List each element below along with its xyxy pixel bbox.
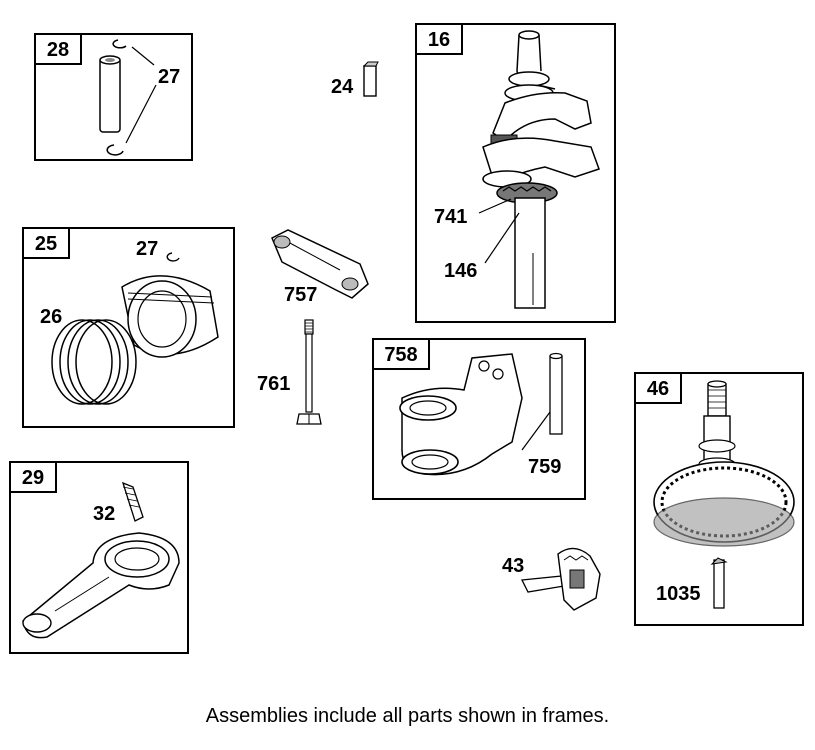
piston-assembly-part bbox=[51, 252, 219, 405]
frame-label-29: 29 bbox=[9, 461, 57, 493]
crankshaft-part bbox=[478, 30, 600, 309]
callout-1035-compression-release: 1035 bbox=[656, 583, 701, 605]
callout-146-key: 146 bbox=[444, 260, 478, 282]
governor-part bbox=[520, 547, 601, 611]
frame-label-25: 25 bbox=[22, 227, 70, 259]
callout-27-piston-clip: 27 bbox=[136, 238, 159, 260]
callout-26-rings: 26 bbox=[40, 306, 63, 328]
callout-32-rod-bolt: 32 bbox=[93, 503, 116, 525]
frame-label-16: 16 bbox=[415, 23, 463, 55]
footer-note: Assemblies include all parts shown in fr… bbox=[205, 705, 610, 727]
piston-pin-part bbox=[99, 39, 157, 156]
callout-741-gear: 741 bbox=[434, 206, 468, 228]
piston-pin-body bbox=[99, 57, 121, 133]
frame-28: 28 bbox=[34, 33, 193, 161]
housing-part bbox=[399, 352, 563, 476]
callout-27-pin-clip: 27 bbox=[158, 66, 181, 88]
lever-part bbox=[271, 229, 369, 299]
key-part bbox=[362, 61, 379, 97]
callout-757-lever: 757 bbox=[284, 284, 318, 306]
callout-24-key: 24 bbox=[331, 76, 354, 98]
connecting-rod-part bbox=[22, 481, 180, 639]
camshaft-part bbox=[653, 380, 795, 609]
callout-759-pin: 759 bbox=[528, 456, 562, 478]
retaining-clip-top bbox=[112, 39, 127, 49]
bolt-part bbox=[296, 319, 322, 425]
callout-43-governor: 43 bbox=[502, 555, 525, 577]
frame-label-758: 758 bbox=[372, 338, 430, 370]
retaining-clip-bottom bbox=[106, 144, 124, 156]
frame-label-46: 46 bbox=[634, 372, 682, 404]
frame-label-28: 28 bbox=[34, 33, 82, 65]
callout-761-bolt: 761 bbox=[257, 373, 291, 395]
